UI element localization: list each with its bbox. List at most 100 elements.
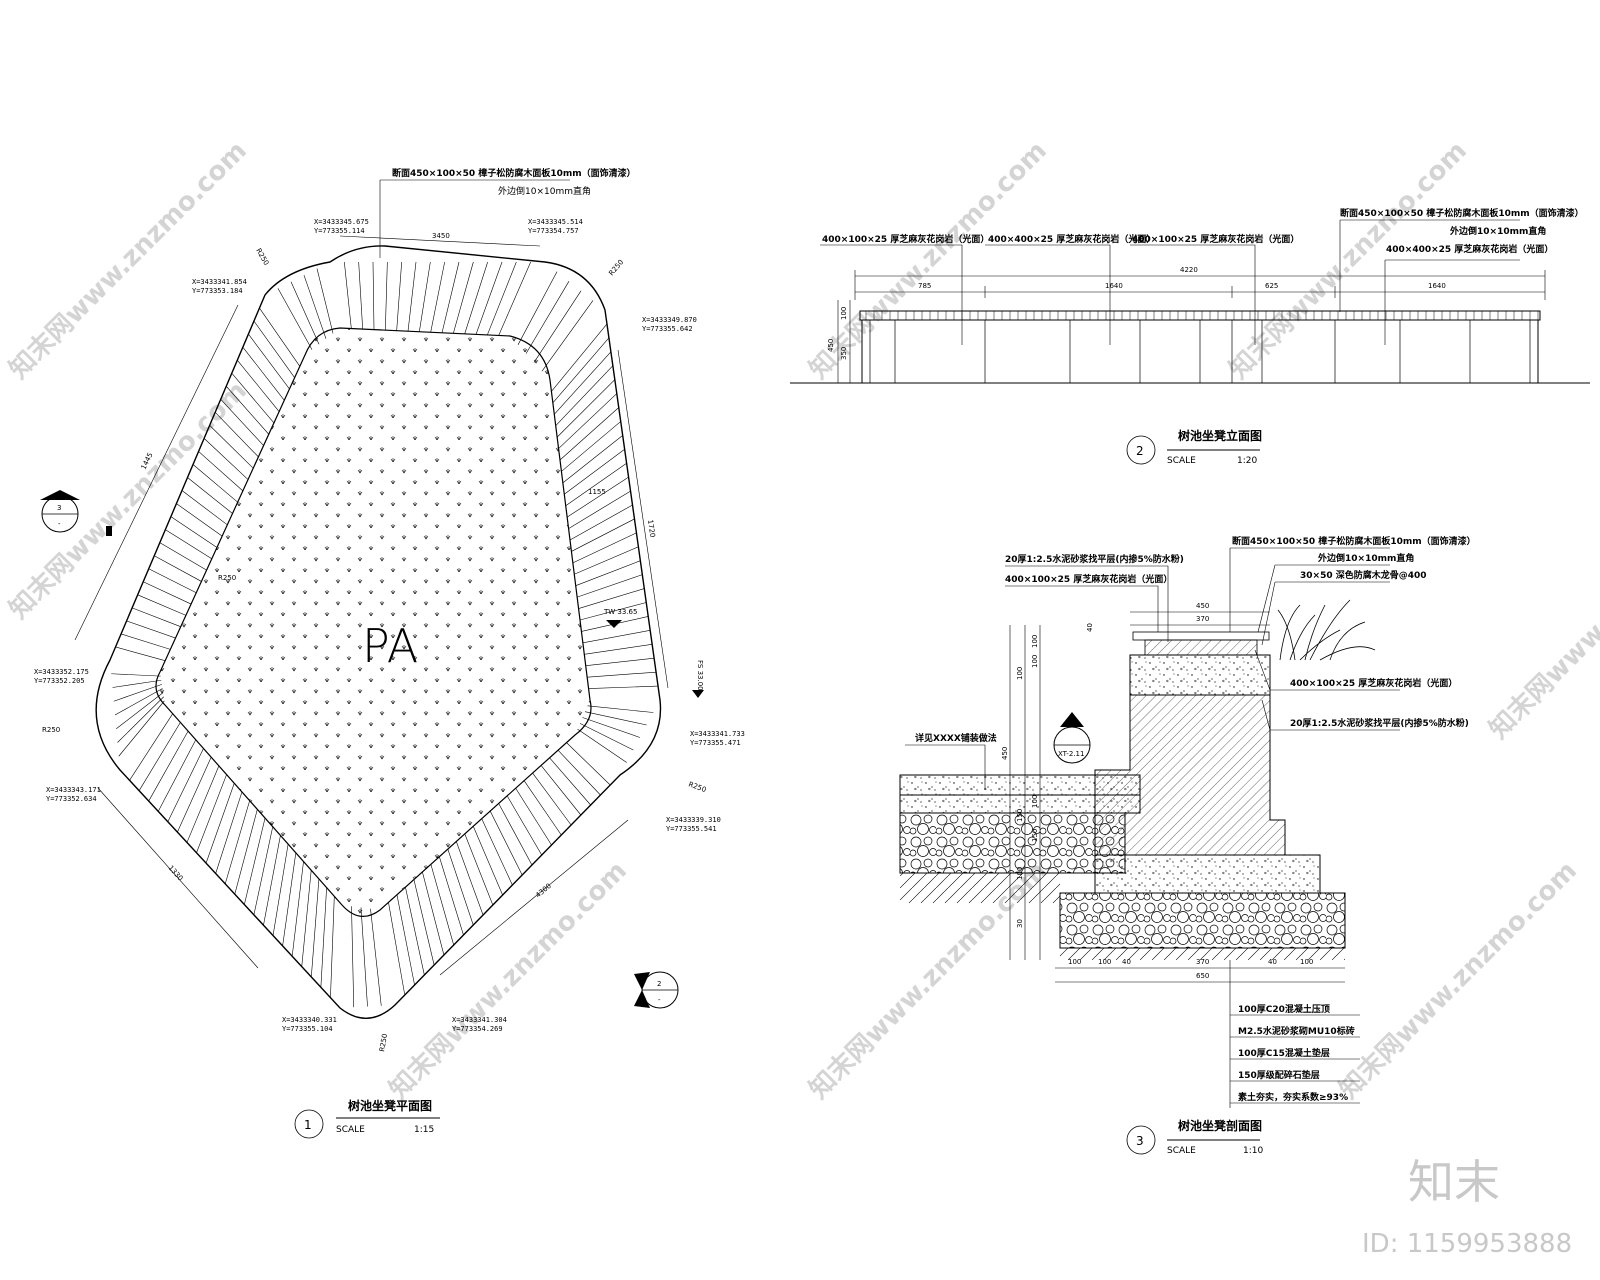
bench-plank xyxy=(565,462,627,506)
svg-text:100: 100 xyxy=(1031,795,1039,808)
svg-text:100: 100 xyxy=(1068,958,1081,966)
bench-plank xyxy=(422,871,445,956)
svg-text:Y=773355.471: Y=773355.471 xyxy=(690,739,741,747)
brand-logo: 知末 xyxy=(1408,1155,1500,1209)
svg-text:30: 30 xyxy=(1016,919,1024,928)
svg-text:X=3433349.870: X=3433349.870 xyxy=(642,316,697,324)
svg-text:1:20: 1:20 xyxy=(1237,456,1257,466)
section-layer: M2.5水泥砂浆砌MU10标砖 xyxy=(1238,1025,1355,1037)
bench-plank xyxy=(372,261,375,330)
svg-text:1:10: 1:10 xyxy=(1243,1146,1263,1156)
bench-plank xyxy=(220,399,264,446)
bench-plank xyxy=(351,906,355,1008)
bench-plank xyxy=(472,826,503,896)
svg-text:Y=773353.184: Y=773353.184 xyxy=(192,287,243,295)
bench-plank xyxy=(301,870,312,967)
section-label: 400×100×25 厚芝麻灰花岗岩（光面） xyxy=(1290,677,1457,689)
bench-plank xyxy=(517,271,558,345)
bench-plank xyxy=(419,261,431,332)
bench-plank xyxy=(214,412,259,458)
bench-plank xyxy=(577,574,643,598)
elevation-label: 断面450×100×50 樟子松防腐木面板10mm（面饰清漆） xyxy=(1340,207,1584,219)
bench-plank xyxy=(515,788,552,846)
bench-plank xyxy=(176,503,223,537)
svg-text:650: 650 xyxy=(1196,972,1209,980)
bench-plank xyxy=(112,679,162,688)
bench-plank xyxy=(569,504,633,541)
svg-text:100: 100 xyxy=(1031,635,1039,648)
elevation-label: 400×400×25 厚芝麻灰花岗岩（光面） xyxy=(988,233,1155,245)
svg-text:3: 3 xyxy=(1136,1134,1144,1148)
svg-text:100: 100 xyxy=(1016,867,1024,880)
svg-text:X=3433345.514: X=3433345.514 xyxy=(528,218,583,226)
bench-plank xyxy=(290,281,320,345)
svg-text:树池坐凳立面图: 树池坐凳立面图 xyxy=(1178,428,1262,443)
svg-text:150: 150 xyxy=(1031,829,1039,842)
bench-plank xyxy=(587,705,654,713)
svg-text:100: 100 xyxy=(1031,655,1039,668)
section-dims-bottom: 100 100 40 370 40 100 650 xyxy=(1068,958,1313,980)
bench-plank xyxy=(555,365,614,426)
bench-plank xyxy=(533,290,582,363)
svg-text:Y=773352.205: Y=773352.205 xyxy=(34,677,85,685)
plan-dim: 1720 xyxy=(646,519,656,538)
elevation-dim-total: 4220 xyxy=(1180,266,1198,274)
bench-plank xyxy=(572,532,637,564)
bench-plank xyxy=(316,268,334,334)
bench-plank xyxy=(475,261,503,335)
bench-plank xyxy=(196,774,227,853)
svg-text:R250: R250 xyxy=(42,726,60,734)
bench-plank xyxy=(159,542,207,571)
elevation-marker-icon: 2 - xyxy=(634,971,679,1009)
bench-plank xyxy=(584,711,647,726)
section-layer-notes xyxy=(1230,1014,1360,1104)
bench-plank xyxy=(577,728,627,763)
svg-text:X=3433341.854: X=3433341.854 xyxy=(192,278,247,286)
bench-plank xyxy=(157,739,197,812)
bench-plank xyxy=(464,261,488,334)
plan-label-2: 外边倒10×10mm直角 xyxy=(498,185,591,197)
bench-plank xyxy=(554,351,612,415)
svg-text:R250: R250 xyxy=(607,258,625,277)
bench-plank xyxy=(198,451,244,492)
bench-plank xyxy=(138,722,181,791)
bench-plank xyxy=(242,346,285,401)
bench-plank xyxy=(523,780,562,836)
section-label: 400×100×25 厚芝麻灰花岗岩（光面） xyxy=(1005,573,1172,585)
svg-text:150: 150 xyxy=(1016,809,1024,822)
svg-text:40: 40 xyxy=(1086,623,1094,632)
bench-plank xyxy=(259,307,301,367)
bench-plank xyxy=(137,594,187,616)
plan-coordinates: X=3433345.675 Y=773355.114 X=3433345.514… xyxy=(34,218,745,1033)
bench-plank xyxy=(234,809,258,895)
plan-title-block: 1 树池坐凳平面图 SCALE 1:15 xyxy=(294,1098,440,1139)
bench-plank xyxy=(487,261,517,336)
bench-plank xyxy=(571,518,635,552)
bench-plank xyxy=(388,902,406,996)
elevation-label: 400×100×25 厚芝麻灰花岗岩（光面） xyxy=(822,233,989,245)
elevation-wall-joints xyxy=(869,320,1531,383)
bench-plank xyxy=(540,765,582,816)
section-view: 450 370 40 100 100 100 450 150 100 150 1… xyxy=(899,535,1476,1156)
bench-plank xyxy=(226,386,269,435)
svg-text:X=3433340.331: X=3433340.331 xyxy=(282,1016,337,1024)
bench-plank xyxy=(559,407,619,461)
bench-plank xyxy=(385,261,388,331)
bench-plank xyxy=(186,765,220,843)
detail-callout-icon: XT-2.11 xyxy=(1053,712,1091,764)
bench-plank xyxy=(575,560,641,586)
svg-text:785: 785 xyxy=(918,282,931,290)
bench-plank xyxy=(498,261,531,336)
bench-plank xyxy=(566,476,629,518)
bench-plank xyxy=(370,908,382,1006)
svg-text:X=3433343.171: X=3433343.171 xyxy=(46,786,101,794)
bench-plank xyxy=(263,835,281,926)
svg-text:40: 40 xyxy=(1268,958,1277,966)
bench-plank xyxy=(564,449,625,495)
bench-plank xyxy=(177,757,212,833)
bench-plank xyxy=(430,864,454,946)
bench-plank xyxy=(360,907,368,1007)
section-marker-icon: 3 - xyxy=(40,490,112,536)
bench-plank xyxy=(277,288,313,350)
bench-plank xyxy=(582,630,651,644)
